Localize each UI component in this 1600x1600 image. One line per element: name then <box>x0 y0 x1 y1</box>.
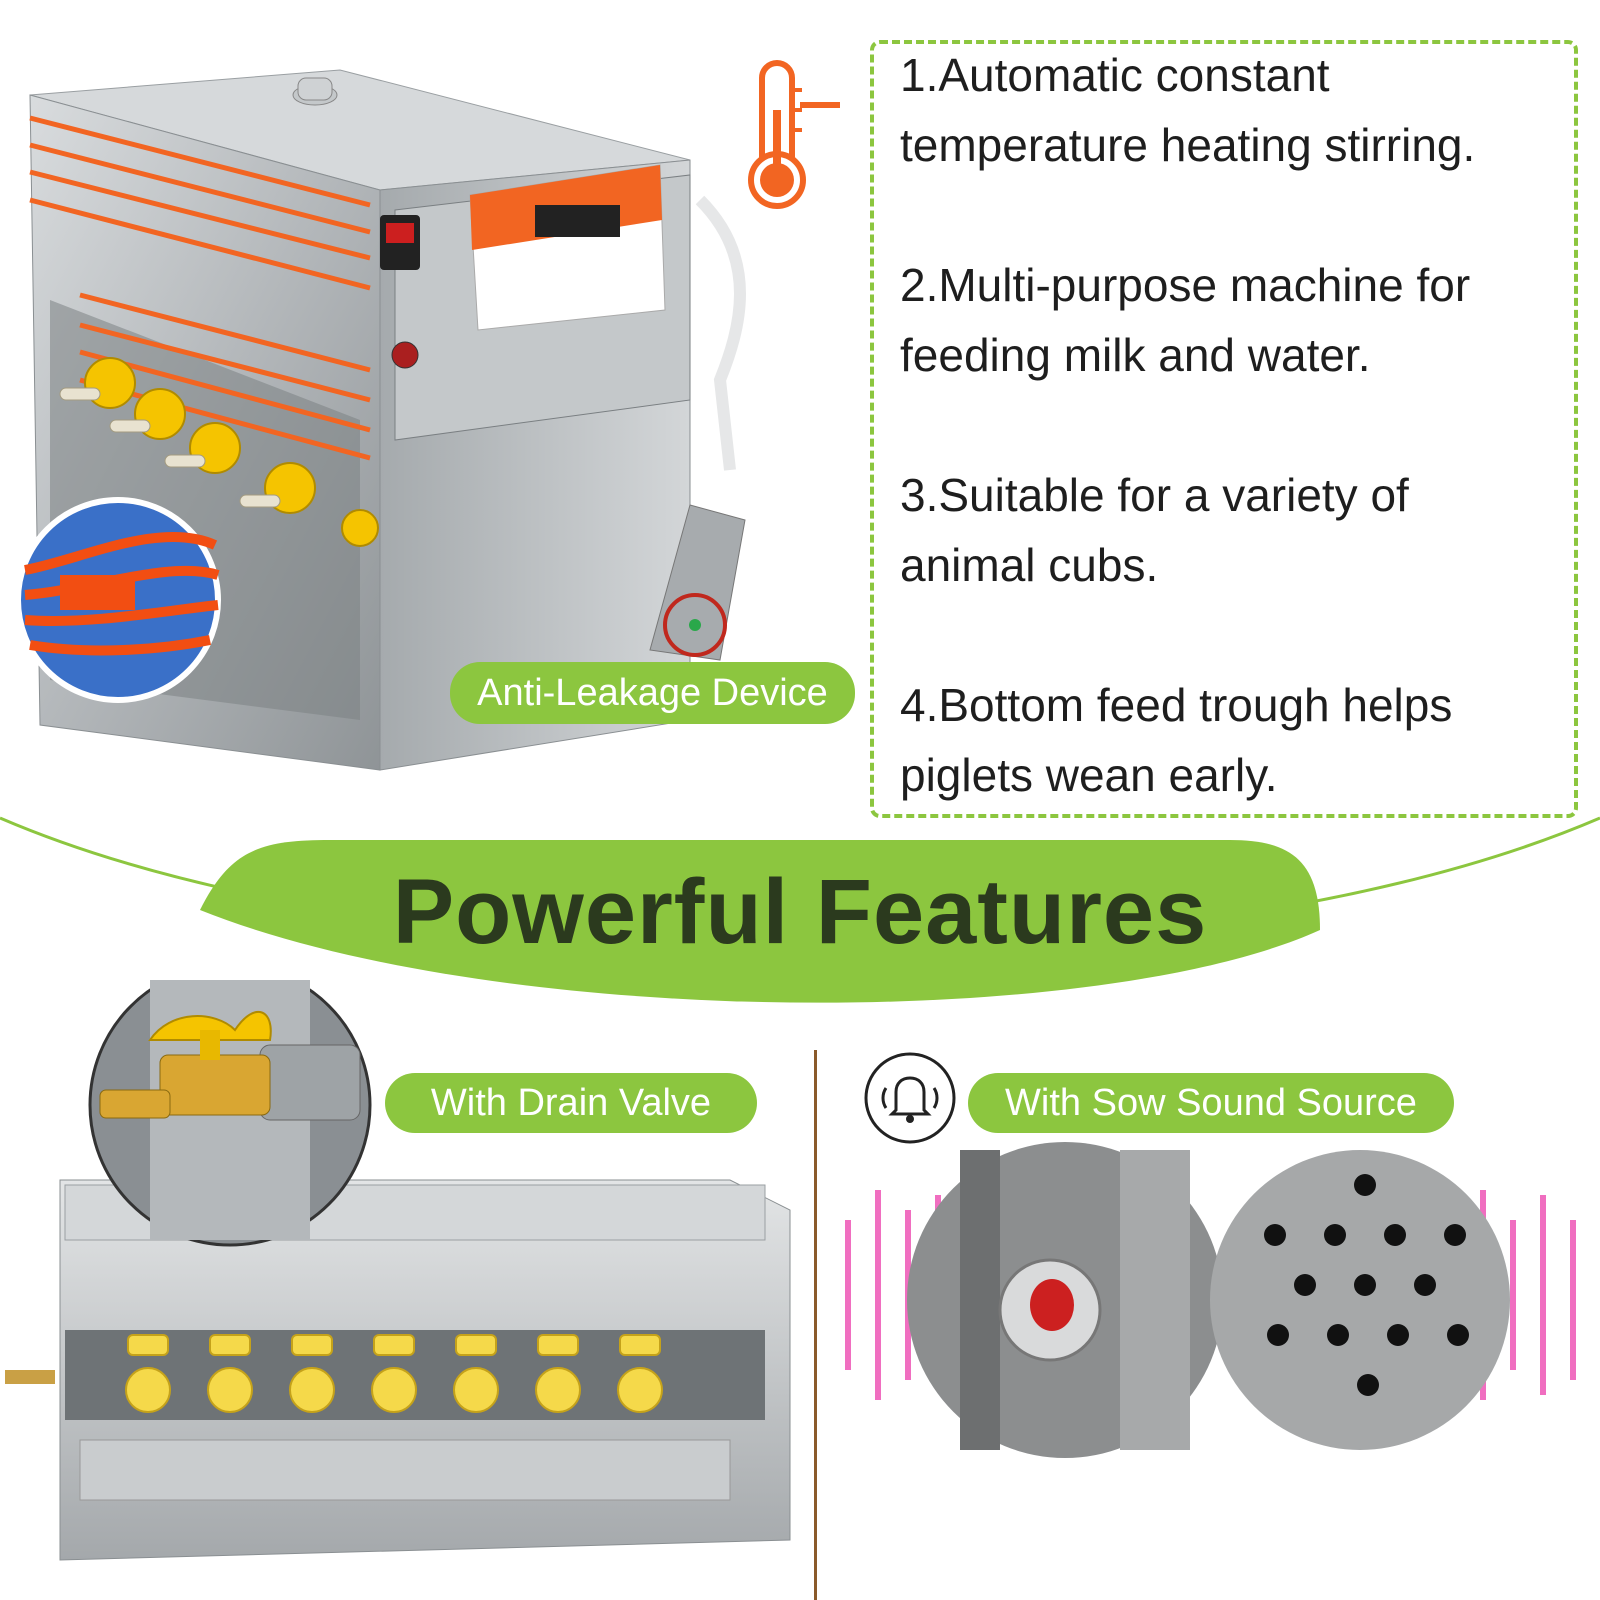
divider <box>814 1050 817 1600</box>
sow-sound-image <box>845 1142 1576 1458</box>
drain-valve-label: With Drain Valve <box>385 1073 757 1133</box>
drain-valve-image <box>5 980 791 1561</box>
features-box <box>870 40 1578 818</box>
section-title: Powerful Features <box>392 861 1208 963</box>
thermometer-icon <box>748 60 840 209</box>
title-banner <box>0 816 1600 1003</box>
anti-leakage-label: Anti-Leakage Device <box>450 662 855 724</box>
bell-icon <box>864 1052 956 1144</box>
sow-sound-label: With Sow Sound Source <box>968 1073 1454 1133</box>
feeder-machine-image <box>15 69 746 771</box>
